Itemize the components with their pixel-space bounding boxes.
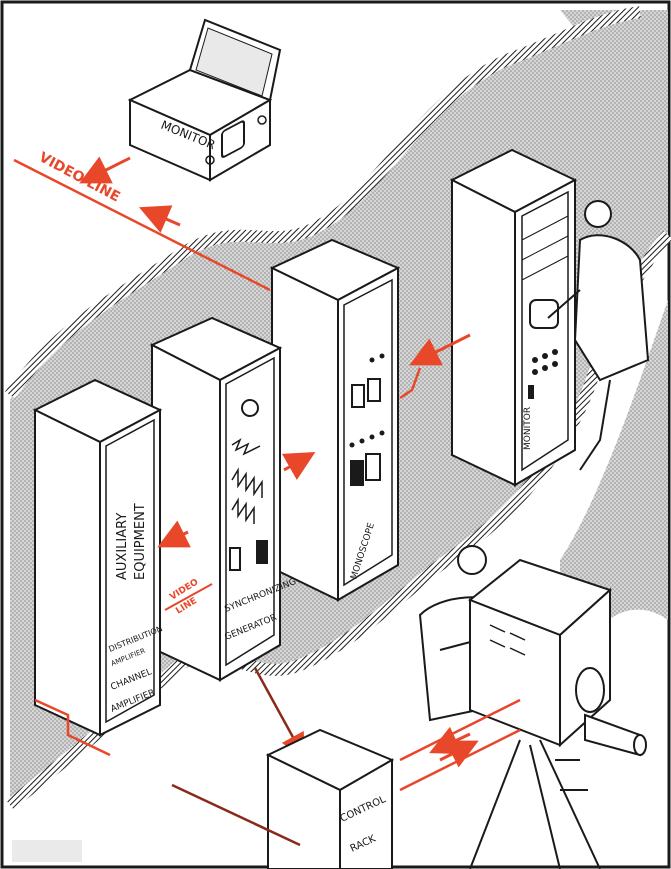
auxiliary-label: AUXILIARY xyxy=(115,513,130,580)
sync-generator-rack: SYNCHRONIZING GENERATOR xyxy=(152,318,298,680)
monitor-rack: MONITOR xyxy=(452,150,575,485)
monoscope-rack: MONOSCOPE xyxy=(272,240,398,600)
monitor-rack-label: MONITOR xyxy=(523,407,533,450)
equipment-label: EQUIPMENT xyxy=(133,503,148,580)
auxiliary-equipment-rack: AUXILIARY EQUIPMENT DISTRIBUTION AMPLIFI… xyxy=(35,380,164,735)
corner-patch xyxy=(12,840,82,862)
